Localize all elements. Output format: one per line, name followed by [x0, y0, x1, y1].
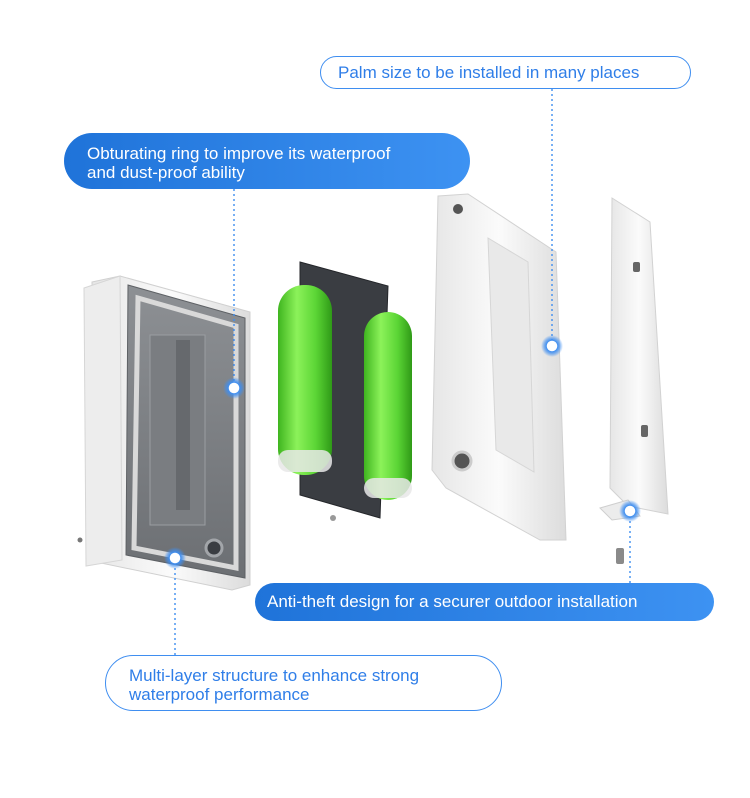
callout-multi-layer: Multi-layer structure to enhance strong …	[105, 655, 502, 711]
callout-obturating-ring: Obturating ring to improve its waterproo…	[64, 133, 470, 189]
callout-multi-layer-line2: waterproof performance	[129, 685, 310, 704]
callout-multi-layer-line1: Multi-layer structure to enhance strong	[129, 666, 420, 685]
callout-obturating-ring-line1: Obturating ring to improve its waterproo…	[87, 144, 391, 163]
callout-anti-theft-text: Anti-theft design for a securer outdoor …	[267, 592, 638, 611]
callout-markers	[164, 335, 641, 569]
callout-anti-theft: Anti-theft design for a securer outdoor …	[255, 583, 714, 621]
callout-obturating-ring-line2: and dust-proof ability	[87, 163, 245, 182]
battery-pack	[278, 261, 412, 521]
back-cover	[431, 193, 567, 541]
callout-palm-size: Palm size to be installed in many places	[320, 56, 691, 89]
leader-lines	[174, 89, 631, 655]
callout-palm-size-text: Palm size to be installed in many places	[338, 63, 640, 82]
main-housing	[77, 275, 251, 591]
